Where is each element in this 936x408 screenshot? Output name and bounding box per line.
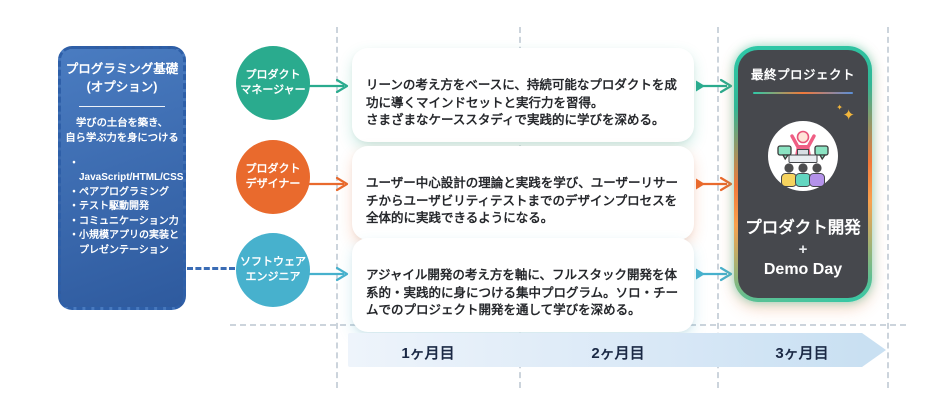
track-description-text: ユーザー中心設計の理論と実践を学び、ユーザーリサーチからユーザビリティテストまで… [366,175,679,226]
timeline-month-3: 3ヶ月目 [775,345,829,362]
role-circle-product-designer: プロダクト デザイナー [236,140,310,214]
final-project-inner: 最終プロジェクト [738,50,868,298]
foundation-subtitle-line1: 学びの土台を築き、 [76,118,168,129]
foundation-divider [79,106,165,107]
sparkle-icon: ✦ [842,107,855,124]
skill-label: 小規模アプリの実装とプレゼンテーション [79,230,179,256]
foundation-subtitle-line2: 自ら学ぶ力を身につける [65,133,179,145]
list-item: コミュニケーション力 [69,215,179,230]
list-item: 小規模アプリの実装とプレゼンテーション [69,229,179,258]
role-label-line1: プロダクト [245,68,301,81]
final-project-label: 最終プロジェクト [750,68,855,82]
month-divider-line-4 [887,27,889,388]
right-arrow-icon [309,78,349,94]
presentation-audience-icon [768,121,838,191]
foundation-title-line2: (オプション) [86,79,158,94]
final-project-plus: + [798,241,808,258]
right-arrow-icon [309,176,349,192]
sparkle-icon: ✦ [836,103,843,112]
role-label-line2: エンジニア [245,271,301,283]
role-label-line1: プロダクト [245,162,301,175]
month-divider-line-3 [717,27,719,388]
final-project-gradient-divider [753,92,853,94]
foundation-to-engineer-connector [187,267,235,270]
right-arrow-icon [696,176,733,192]
timeline-band [348,333,862,367]
role-label-line2: デザイナー [245,178,301,190]
track-description-text: リーンの考え方をベースに、持続可能なプロダクトを成功に導くマインドセットと実行力… [366,77,677,128]
role-label-line1: ソフトウェア [240,255,306,268]
role-label-line2: マネージャー [240,84,306,96]
right-arrow-icon [309,266,349,282]
presentation-audience-icon: ✦ ✦ [767,104,855,192]
final-project-title: プロダクト開発 [745,219,861,237]
role-circle-software-engineer: ソフトウェア エンジニア [236,233,310,307]
foundation-skill-list: JavaScript/HTML/CSS ペアプログラミング テスト駆動開発 コミ… [65,157,183,259]
track-description-text: アジャイル開発の考え方を軸に、フルスタック開発を体系的・実践的に身につける集中プ… [366,267,679,318]
list-item: ペアプログラミング [69,186,179,201]
right-arrow-icon [696,266,733,282]
final-project-demo-day: Demo Day [763,261,843,278]
foundation-box: プログラミング基礎 (オプション) 学びの土台を築き、 自ら学ぶ力を身につける … [58,46,186,310]
role-circle-product-manager: プロダクト マネージャー [236,46,310,120]
skill-label: JavaScript/HTML/CSS [79,172,184,184]
track-description-card-pm: リーンの考え方をベースに、持続可能なプロダクトを成功に導くマインドセットと実行力… [352,48,694,142]
final-project-box: 最終プロジェクト [734,46,872,302]
timeline-month-1: 1ヶ月目 [401,345,455,362]
track-description-card-designer: ユーザー中心設計の理論と実践を学び、ユーザーリサーチからユーザビリティテストまで… [352,146,694,240]
skill-label: コミュニケーション力 [79,215,179,227]
right-arrow-icon [696,78,733,94]
foundation-title: プログラミング基礎 (オプション) [65,61,179,96]
month-divider-line-1 [336,27,338,388]
skill-label: ペアプログラミング [79,186,169,198]
foundation-subtitle: 学びの土台を築き、 自ら学ぶ力を身につける [65,116,179,147]
list-item: JavaScript/HTML/CSS [69,157,183,186]
skill-label: テスト駆動開発 [79,201,149,213]
track-description-card-engineer: アジャイル開発の考え方を軸に、フルスタック開発を体系的・実践的に身につける集中プ… [352,238,694,332]
list-item: テスト駆動開発 [69,200,179,215]
timeline-month-2: 2ヶ月目 [591,345,645,362]
timeline-arrowhead [862,333,886,367]
foundation-title-line1: プログラミング基礎 [65,62,179,76]
